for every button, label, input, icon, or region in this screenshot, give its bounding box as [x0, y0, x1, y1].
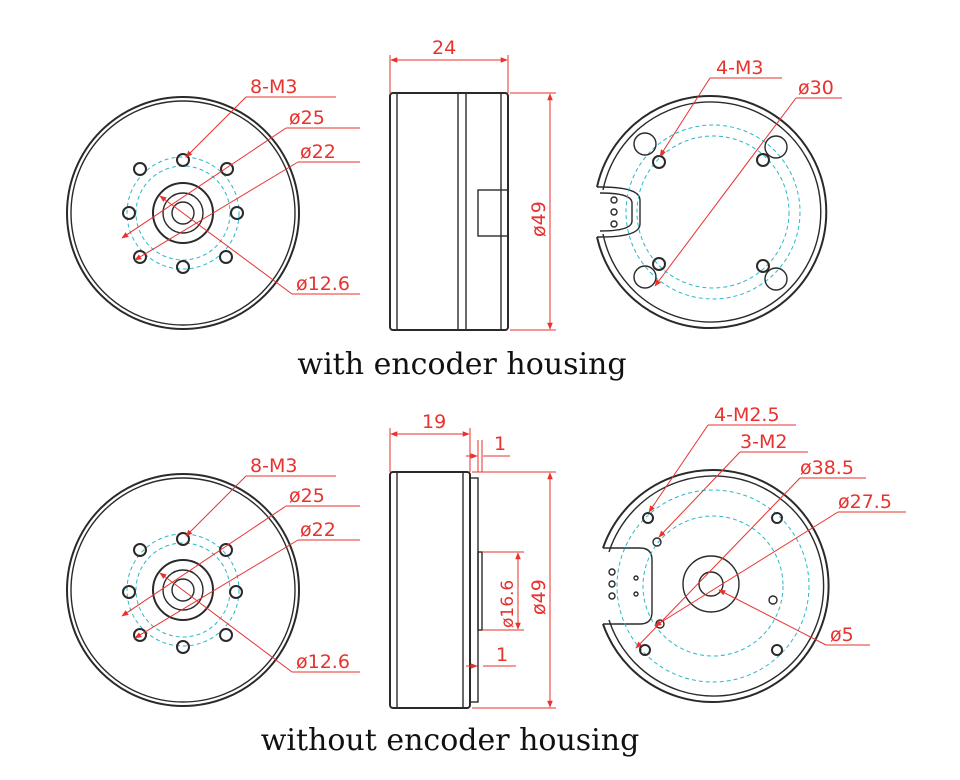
- mounting-holes: [122, 153, 244, 274]
- side-view-top: 24 ø49: [389, 37, 556, 331]
- side-view-bottom: 19 1 1 ø16.6 ø49: [389, 411, 556, 709]
- back-bottom-d385-label: ø38.5: [800, 457, 854, 479]
- front-bottom-d22-label: ø22: [300, 519, 336, 541]
- front-view-bottom: 8-M3 ø25 ø22 ø12.6: [66, 455, 360, 707]
- front-bottom-d126-label: ø12.6: [296, 651, 350, 673]
- side-bottom-lip-top-label: 1: [494, 433, 506, 455]
- front-top-d126-label: ø12.6: [296, 273, 350, 295]
- caption-with-encoder: with encoder housing: [297, 347, 626, 382]
- side-bottom-inner-label: ø16.6: [498, 580, 518, 628]
- mounting-holes: [122, 532, 243, 654]
- side-bottom-lip-bottom-label: 1: [496, 644, 508, 666]
- back-top-holes-label: 4-M3: [716, 57, 763, 79]
- back-view-top: 4-M3 ø30: [596, 57, 842, 329]
- back-top-d30-label: ø30: [798, 77, 834, 99]
- front-bottom-d25-label: ø25: [289, 485, 325, 507]
- front-top-holes-label: 8-M3: [250, 76, 297, 98]
- caption-without-encoder: without encoder housing: [261, 723, 640, 758]
- side-top-height-label: ø49: [528, 201, 550, 237]
- back-bottom-shaft-label: ø5: [830, 624, 854, 646]
- back-bottom-holes-a-label: 4-M2.5: [714, 404, 780, 426]
- front-bottom-holes-label: 8-M3: [250, 455, 297, 477]
- front-top-d22-label: ø22: [300, 141, 336, 163]
- front-top-d25-label: ø25: [289, 107, 325, 129]
- back-bottom-d275-label: ø27.5: [838, 491, 892, 513]
- back-view-bottom: 4-M2.5 3-M2 ø38.5 ø27.5 ø5: [602, 404, 906, 703]
- back-bottom-holes-b-label: 3-M2: [740, 431, 787, 453]
- side-bottom-height-label: ø49: [528, 579, 550, 615]
- front-view-top: 8-M3 ø25 ø22 ø12.6: [66, 76, 360, 330]
- side-top-width-label: 24: [432, 37, 456, 59]
- side-bottom-width-label: 19: [422, 411, 446, 433]
